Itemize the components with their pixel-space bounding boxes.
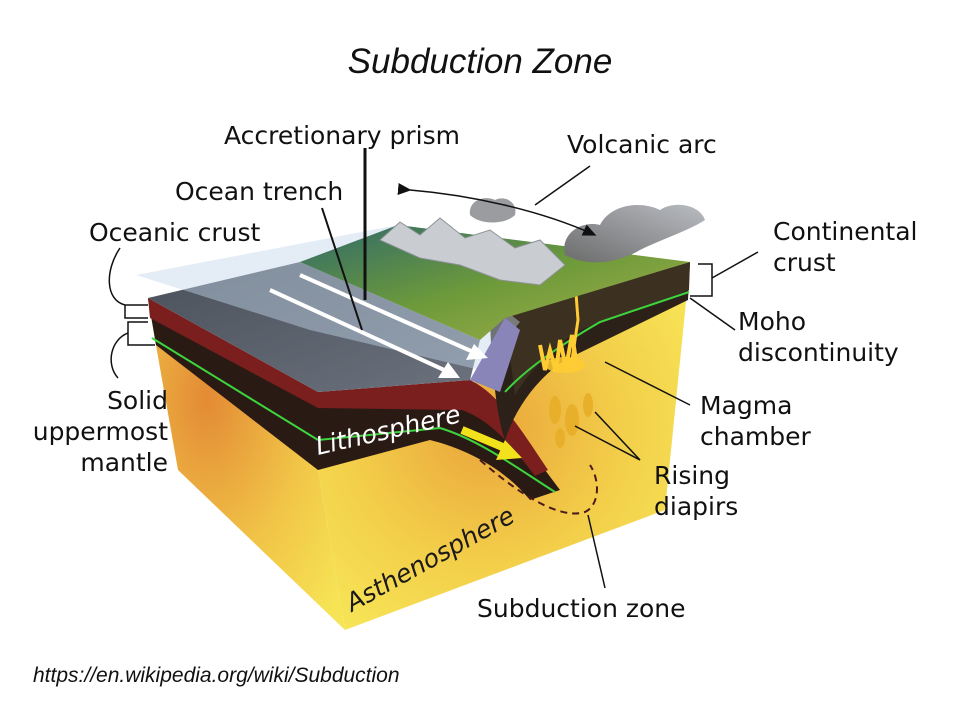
label-solid-mantle-line3: mantle [80,448,168,477]
label-continental-crust-line1: Continental [773,217,918,246]
subduction-direction-arrowhead [496,440,522,460]
leader-diapir-a [594,411,641,461]
leader-subduction-zone [587,514,606,589]
leader-volcanic-arc [397,183,597,236]
label-moho-discontinuity: Moho discontinuity [738,306,899,368]
leader-volcanic-arc-label [534,165,591,206]
bracket-solid-mantle [110,321,155,379]
label-moho-line2: discontinuity [738,338,899,367]
leader-ocean-trench [321,207,363,331]
bracket-oceanic-crust [108,247,148,319]
label-magma-chamber-line1: Magma [700,391,793,420]
label-continental-crust-line2: crust [773,248,836,277]
label-rising-diapirs-line2: diapirs [654,492,739,521]
label-subduction-zone: Subduction zone [477,594,686,623]
label-oceanic-crust: Oceanic crust [89,218,261,247]
slab-crust [318,380,548,476]
label-moho-line1: Moho [738,307,807,336]
subduction-direction-arrow [460,426,507,452]
leader-magma-chamber [604,361,691,406]
leader-diapir-b [574,425,641,461]
label-magma-chamber: Magma chamber [700,390,811,452]
plate-motion-arrowhead-upper [466,344,488,360]
plate-motion-arrow-upper [299,273,481,357]
label-solid-uppermost-mantle: Solid uppermost mantle [20,385,168,478]
slab-moho-line [317,426,556,493]
source-link[interactable]: https://en.wikipedia.org/wiki/Subduction [33,664,400,687]
ocean-surface [148,262,480,392]
diagram-title: Subduction Zone [347,42,613,81]
plate-motion-arrow-left [269,288,456,377]
label-accretionary-prism: Accretionary prism [224,121,460,150]
rising-diapirs [549,393,593,448]
label-ocean-trench: Ocean trench [175,177,344,206]
label-rising-diapirs-line1: Rising [654,461,731,490]
volcanic-ash-cloud [564,204,705,263]
left-crust-band [148,298,318,408]
label-magma-chamber-line2: chamber [700,422,811,451]
label-continental-crust: Continental crust [773,216,917,278]
continental-crust-section [505,262,690,395]
trench-wedge [470,318,520,392]
label-solid-mantle-line2: uppermost [32,417,168,446]
leader-moho [689,297,736,331]
plate-motion-arrowhead-left [438,362,460,378]
label-solid-mantle-line1: Solid [107,386,168,415]
bracket-continental-crust [690,251,759,297]
left-lithosphere-band [148,298,318,470]
label-volcanic-arc: Volcanic arc [567,130,717,159]
label-rising-diapirs: Rising diapirs [654,460,738,522]
block-front-left-face [148,300,345,630]
subduction-zone-dashed-curve [479,459,598,515]
left-moho-line [151,337,319,441]
